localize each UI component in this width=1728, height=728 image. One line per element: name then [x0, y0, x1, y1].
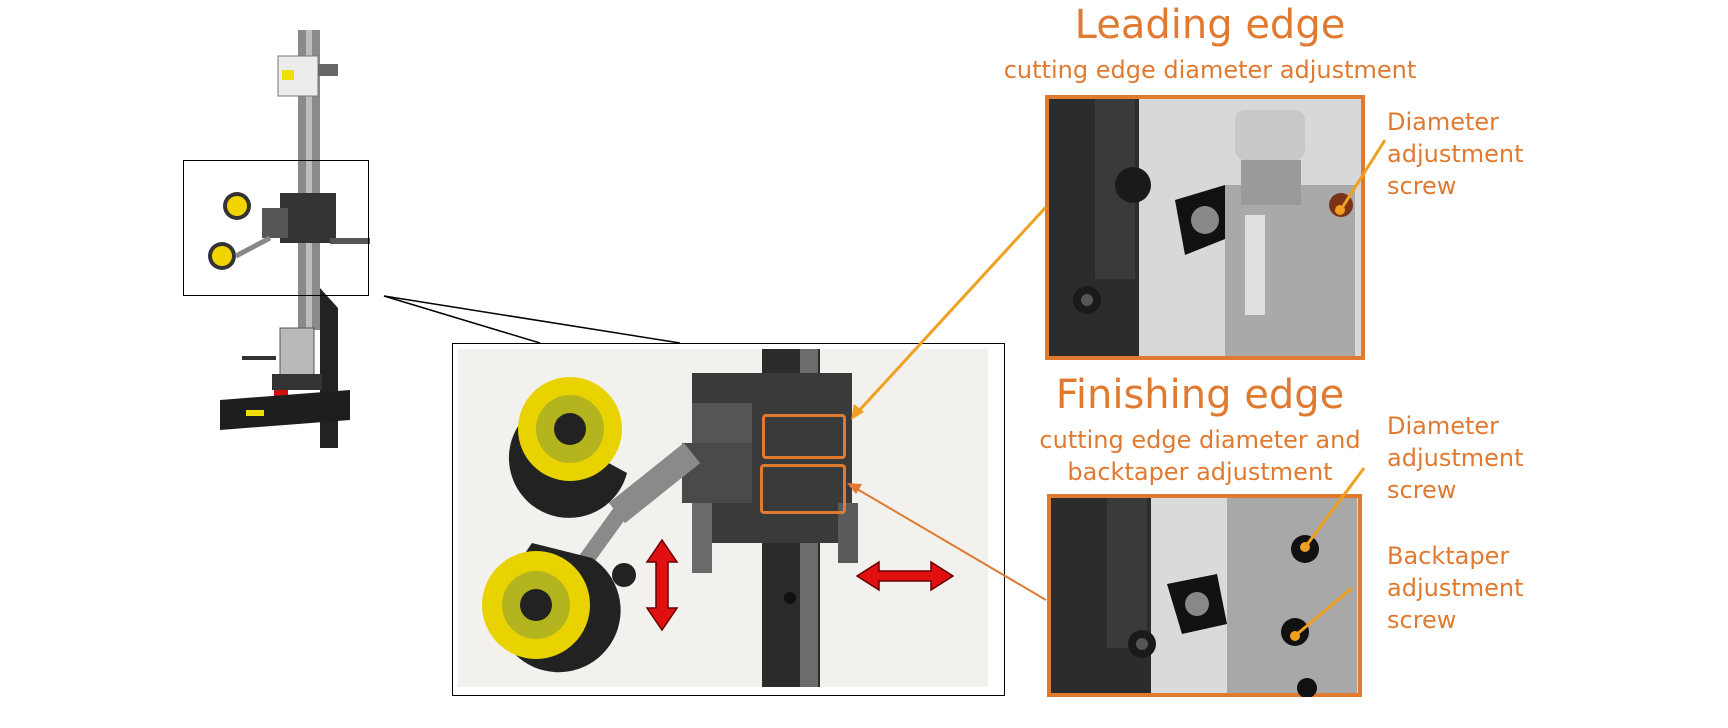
leading-diameter-screw-label: Diameter adjustment screw — [1387, 108, 1524, 200]
leading-edge-title: Leading edge — [1074, 2, 1346, 48]
zoom-region-box — [183, 160, 369, 296]
detail-photo — [452, 343, 1005, 696]
leading-edge-highlight — [762, 414, 846, 459]
horizontal-adjust-arrow — [855, 560, 955, 592]
leading-edge-subtitle: cutting edge diameter adjustment — [1003, 56, 1417, 84]
finishing-edge-subtitle-line2: backtaper adjustment — [1067, 458, 1333, 486]
finishing-edge-closeup-photo — [1047, 494, 1362, 697]
backtaper-screw-label: Backtaper adjustment screw — [1387, 542, 1524, 634]
finishing-edge-title: Finishing edge — [1055, 372, 1345, 418]
vertical-adjust-arrow — [645, 538, 679, 632]
tool-presetter-photo — [208, 30, 370, 448]
finishing-diameter-screw-label: Diameter adjustment screw — [1387, 412, 1524, 504]
finishing-edge-highlight — [760, 464, 846, 514]
finishing-edge-subtitle-line1: cutting edge diameter and — [1039, 426, 1361, 454]
leading-edge-closeup-photo — [1045, 95, 1365, 360]
